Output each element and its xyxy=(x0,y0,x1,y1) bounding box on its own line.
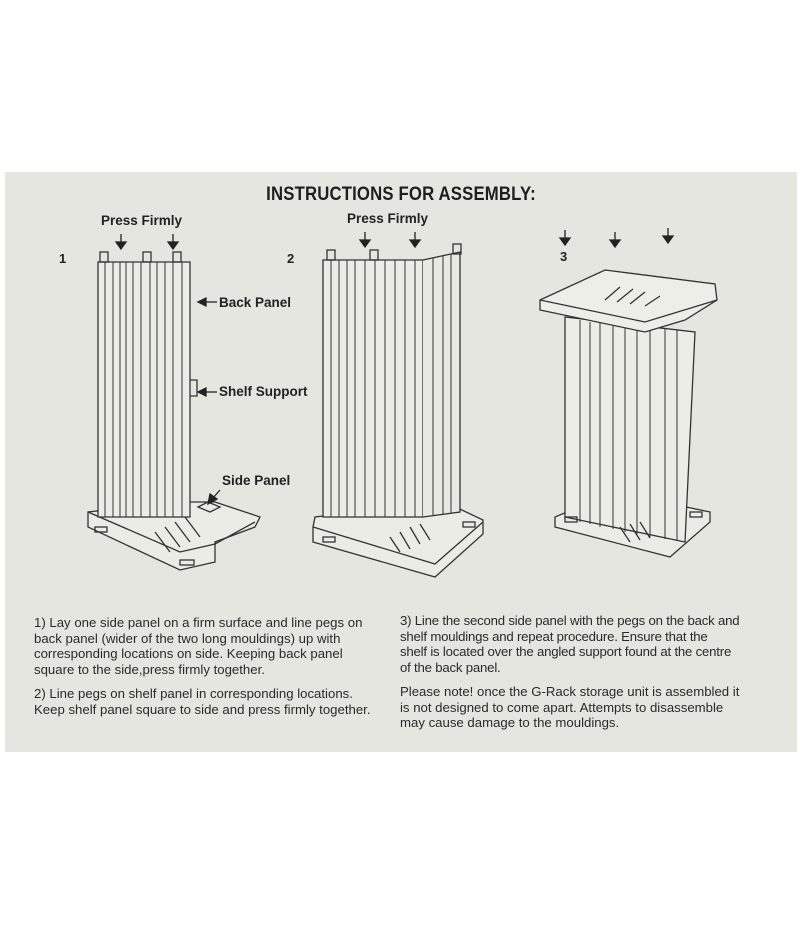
figure-3-number: 3 xyxy=(560,249,568,264)
text-line: shelf mouldings and repeat procedure. En… xyxy=(400,628,708,644)
text-line: 3) Line the second side panel with the p… xyxy=(400,613,740,628)
page-title: INSTRUCTIONS FOR ASSEMBLY: xyxy=(266,184,536,205)
text-line: of the back panel. xyxy=(400,659,501,675)
text-line: is not designed to come apart. Attempts … xyxy=(400,699,724,715)
press-firmly-label-1: Press Firmly xyxy=(101,213,183,228)
figure-1-drawing xyxy=(87,251,261,571)
step-3-text: 3) Line the second side panel with the p… xyxy=(400,613,740,675)
back-panel-callout: Back Panel xyxy=(219,295,292,310)
shelf-support-callout: Shelf Support xyxy=(219,384,308,399)
step-2-text: 2) Line pegs on shelf panel in correspon… xyxy=(34,686,370,717)
step-1-text: 1) Lay one side panel on a firm surface … xyxy=(34,615,362,677)
text-line: square to the side,press firmly together… xyxy=(34,661,265,677)
assembly-illustrations xyxy=(87,228,718,578)
press-firmly-label-2: Press Firmly xyxy=(347,211,429,226)
note-text: Please note! once the G-Rack storage uni… xyxy=(400,684,739,731)
figure-3-drawing xyxy=(539,269,718,558)
text-line: Please note! once the G-Rack storage uni… xyxy=(400,684,740,699)
text-line: may cause damage to the mouldings. xyxy=(400,715,620,730)
text-line: shelf is located over the angled support… xyxy=(400,644,732,659)
text-line: back panel (wider of the two long mouldi… xyxy=(34,630,341,646)
text-line: Keep shelf panel square to side and pres… xyxy=(34,701,371,717)
press-arrows xyxy=(114,228,675,506)
text-line: 1) Lay one side panel on a firm surface … xyxy=(34,615,363,630)
side-panel-callout: Side Panel xyxy=(222,473,291,488)
figure-1-number: 1 xyxy=(59,251,67,266)
instruction-sheet: INSTRUCTIONS FOR ASSEMBLY: xyxy=(5,172,797,752)
text-line: corresponding locations on side. Keeping… xyxy=(34,646,343,661)
figure-2-drawing xyxy=(312,243,484,578)
text-line: 2) Line pegs on shelf panel in correspon… xyxy=(34,686,353,701)
figure-2-number: 2 xyxy=(287,251,295,266)
